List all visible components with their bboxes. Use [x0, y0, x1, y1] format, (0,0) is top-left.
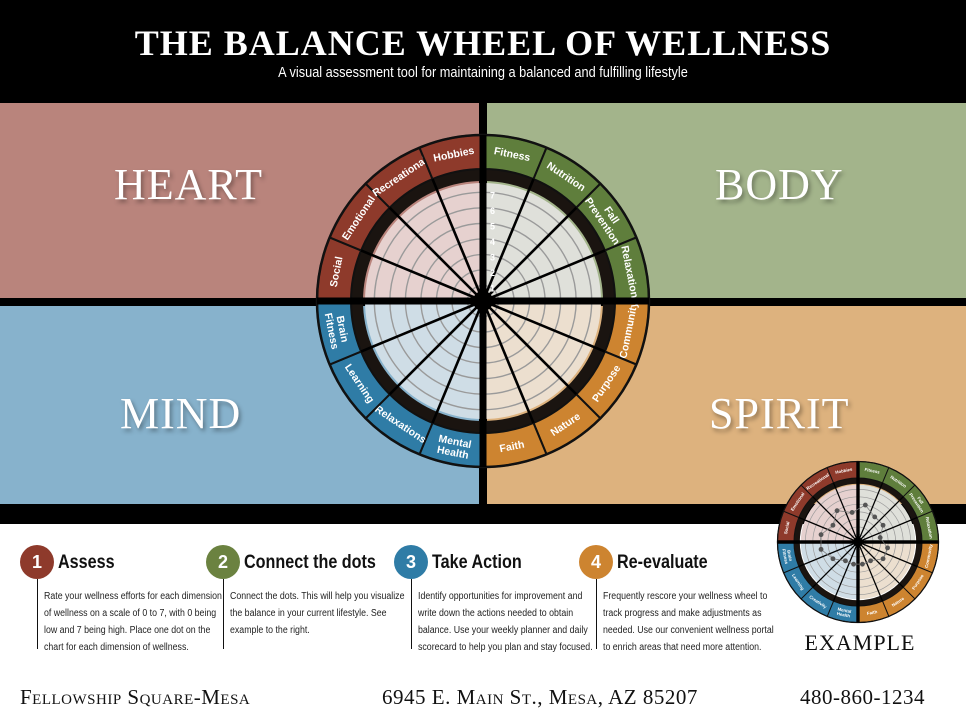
bottom-divider — [0, 504, 966, 524]
spoke — [360, 299, 484, 353]
step-number-badge: 4 — [579, 545, 613, 579]
spoke — [857, 541, 904, 588]
spoke — [482, 206, 578, 302]
step-number-badge: 1 — [20, 545, 54, 579]
spoke — [857, 482, 884, 543]
example-score-dot — [880, 556, 886, 562]
spoke — [798, 541, 859, 568]
spoke — [812, 541, 859, 588]
example-label: EXAMPLE — [804, 630, 916, 655]
example-wheel: FitnessNutritionFallPreventionRelaxation… — [776, 460, 940, 624]
example-score-dot — [862, 502, 868, 508]
spoke — [812, 496, 859, 543]
spoke — [798, 516, 859, 543]
scale-number: 5 — [490, 221, 495, 231]
footer-address: 6945 E. Main St., Mesa, AZ 85207 — [382, 685, 698, 709]
spoke — [482, 299, 606, 353]
scale-number: 3 — [490, 252, 495, 262]
spoke — [832, 482, 859, 543]
footer-phone: 480-860-1234 — [800, 685, 925, 709]
segment-label: Social — [783, 521, 790, 535]
spoke — [481, 300, 535, 424]
spoke — [388, 300, 484, 396]
segment-label: BrainFitness — [781, 548, 793, 565]
example-score-dot — [859, 561, 865, 567]
spoke — [857, 541, 884, 602]
spoke — [857, 516, 918, 543]
spoke — [832, 541, 859, 602]
segment-label: Hobbies — [835, 467, 853, 475]
scale-number: 2 — [490, 268, 495, 278]
step-number-badge: 3 — [394, 545, 428, 579]
example-score-dot — [849, 510, 855, 515]
segment-label: Social — [328, 255, 346, 288]
scale-number: 7 — [490, 190, 495, 200]
spoke — [431, 300, 485, 424]
step-title: Re-evaluate — [617, 552, 708, 573]
spoke — [857, 541, 918, 568]
step-title: Connect the dots — [244, 552, 376, 573]
quadrant-label-body: BODY — [715, 160, 844, 209]
step-title: Take Action — [432, 552, 522, 573]
step-connector-line — [37, 579, 38, 649]
step-title: Assess — [58, 552, 115, 573]
segment-label: Fitness — [864, 467, 881, 475]
step-number-badge: 2 — [206, 545, 240, 579]
step-connector-line — [596, 579, 597, 649]
quadrant-label-mind: MIND — [120, 389, 242, 438]
spoke — [360, 249, 484, 303]
quadrant-label-heart: HEART — [114, 160, 264, 209]
example-score-dot — [818, 546, 824, 552]
segment-label: MentalHealth — [836, 607, 852, 619]
step-text: Identify opportunities for improvement a… — [418, 591, 593, 653]
example-score-dot — [818, 532, 824, 538]
quadrant-label-spirit: SPIRIT — [709, 389, 850, 438]
spoke — [388, 206, 484, 302]
step-connector-line — [411, 579, 412, 649]
page-title: THE BALANCE WHEEL OF WELLNESS — [134, 23, 832, 63]
spoke — [482, 249, 606, 303]
header: THE BALANCE WHEEL OF WELLNESS A visual a… — [0, 0, 966, 103]
example-score-dot — [872, 514, 878, 520]
segment-label: Relaxation — [925, 517, 934, 540]
step-text: Rate your wellness efforts for each dime… — [44, 591, 222, 653]
segment-label: Faith — [866, 609, 878, 616]
wheel-hub — [853, 537, 863, 547]
spoke — [431, 178, 485, 302]
example-score-dot — [877, 535, 883, 541]
segment-label: Faith — [499, 439, 526, 456]
spoke — [482, 300, 578, 396]
example-score-dot — [843, 558, 848, 564]
example-score-dot — [830, 522, 836, 528]
step-connector-line — [223, 579, 224, 649]
page-subtitle: A visual assessment tool for maintaining… — [278, 64, 688, 81]
scale-number: 1 — [490, 283, 495, 293]
wheel-hub — [473, 291, 493, 311]
step-text: Connect the dots. This will help you vis… — [230, 591, 405, 636]
scale-number: 4 — [490, 237, 495, 247]
example-score-dot — [885, 545, 890, 551]
example-score-dot — [880, 522, 886, 528]
scale-number: 6 — [490, 206, 495, 216]
example-score-dot — [834, 508, 840, 514]
example-score-dot — [868, 558, 873, 564]
spoke — [481, 178, 535, 302]
footer-organization-name: Fellowship Square-Mesa — [20, 685, 251, 709]
balance-wheel[interactable]: FitnessNutritionFallPreventionRelaxation… — [314, 132, 652, 470]
example-score-dot — [830, 556, 836, 562]
spoke — [857, 496, 904, 543]
segment-label: Community — [924, 543, 934, 568]
example-score-dot — [851, 561, 857, 567]
step-text: Frequently rescore your wellness wheel t… — [603, 591, 774, 653]
